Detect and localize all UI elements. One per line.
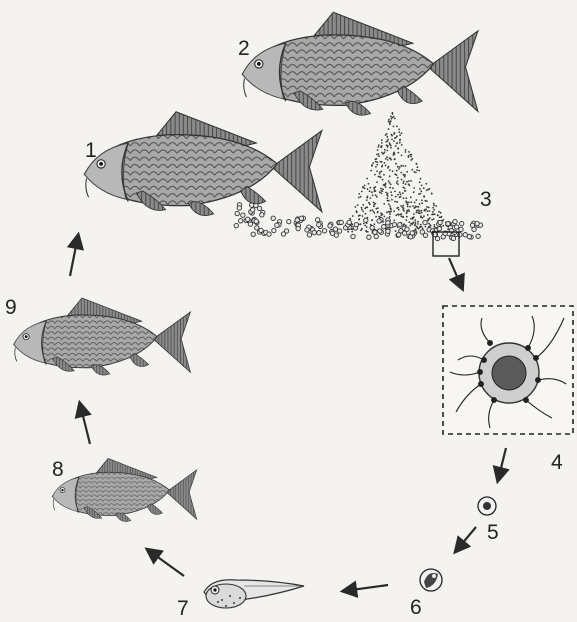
arrow-8-to-9 (80, 404, 90, 444)
label-3: 3 (480, 189, 492, 210)
egg-nucleus (492, 356, 526, 390)
fish-stage-2 (242, 12, 478, 115)
developing-embryo (420, 569, 442, 591)
fish-stage-8 (52, 458, 196, 521)
zygote (478, 497, 496, 515)
label-7: 7 (177, 598, 189, 619)
arrow-7-to-8 (148, 550, 184, 576)
milt-cloud (346, 112, 452, 233)
arrow-5-to-6 (456, 527, 476, 551)
label-9: 9 (5, 297, 17, 318)
arrow-3-to-4 (449, 258, 462, 288)
fish-stage-9 (14, 298, 191, 375)
larva (204, 580, 304, 608)
label-5: 5 (487, 522, 499, 543)
label-2: 2 (238, 38, 250, 59)
label-6: 6 (410, 597, 422, 618)
cycle-arrows (70, 236, 506, 591)
arrow-6-to-7 (344, 585, 388, 591)
arrow-9-to-1 (70, 236, 78, 276)
label-8: 8 (52, 459, 64, 480)
fertilization-inset (443, 306, 573, 434)
fish-stage-1 (84, 112, 322, 216)
label-1: 1 (85, 140, 97, 161)
label-4: 4 (551, 452, 563, 473)
arrow-4-to-5 (498, 448, 506, 480)
